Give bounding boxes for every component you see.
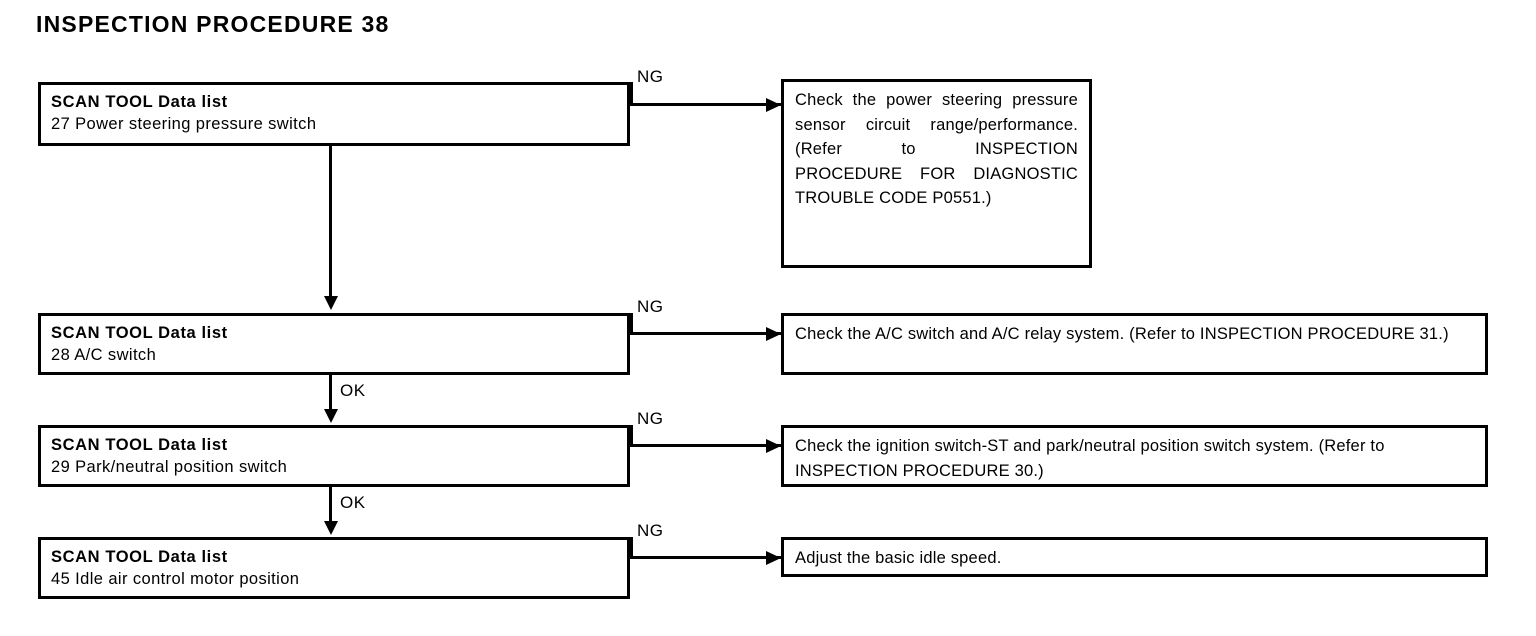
scan-tool-box-2: SCAN TOOL Data list 28 A/C switch <box>38 313 630 375</box>
action-text-4: Adjust the basic idle speed. <box>795 549 1002 567</box>
scan-tool-box-3: SCAN TOOL Data list 29 Park/neutral posi… <box>38 425 630 487</box>
branch-label-ng-4: NG <box>637 521 664 540</box>
branch-line-2 <box>630 332 782 335</box>
branch-arrowhead-4 <box>766 550 781 565</box>
branch-arrowhead-2 <box>766 326 781 341</box>
scan-tool-heading-1: SCAN TOOL Data list <box>51 93 228 111</box>
action-box-1: Check the power steering pressure sensor… <box>781 79 1092 268</box>
branch-line-4 <box>630 556 782 559</box>
branch-label-ng-3: NG <box>637 409 664 428</box>
action-text-1: Check the power steering pressure sensor… <box>795 91 1078 207</box>
scan-tool-box-4: SCAN TOOL Data list 45 Idle air control … <box>38 537 630 599</box>
scan-tool-heading-4: SCAN TOOL Data list <box>51 548 228 566</box>
flow-arrowhead-2-3 <box>323 409 338 423</box>
flow-arrowhead-1-2 <box>323 296 338 310</box>
flow-arrowhead-3-4 <box>323 521 338 535</box>
scan-tool-item-2: 28 A/C switch <box>51 346 157 364</box>
branch-riser-2 <box>630 313 633 335</box>
branch-label-ng-1: NG <box>637 67 664 86</box>
action-box-2: Check the A/C switch and A/C relay syste… <box>781 313 1488 375</box>
branch-arrowhead-1 <box>766 97 781 112</box>
flow-line-1-2 <box>329 146 332 298</box>
page-title: INSPECTION PROCEDURE 38 <box>36 11 390 37</box>
flow-line-3-4 <box>329 487 332 525</box>
scan-tool-item-3: 29 Park/neutral position switch <box>51 458 288 476</box>
scan-tool-box-1: SCAN TOOL Data list 27 Power steering pr… <box>38 82 630 146</box>
action-text-2: Check the A/C switch and A/C relay syste… <box>795 325 1449 343</box>
flow-label-ok-2-3: OK <box>340 381 366 400</box>
action-box-4: Adjust the basic idle speed. <box>781 537 1488 577</box>
branch-line-1 <box>630 103 782 106</box>
flow-line-2-3 <box>329 375 332 413</box>
branch-riser-4 <box>630 537 633 559</box>
branch-line-3 <box>630 444 782 447</box>
branch-riser-3 <box>630 425 633 447</box>
branch-label-ng-2: NG <box>637 297 664 316</box>
scan-tool-heading-3: SCAN TOOL Data list <box>51 436 228 454</box>
scan-tool-heading-2: SCAN TOOL Data list <box>51 324 228 342</box>
scan-tool-item-4: 45 Idle air control motor position <box>51 570 300 588</box>
branch-arrowhead-3 <box>766 438 781 453</box>
action-box-3: Check the ignition switch-ST and park/ne… <box>781 425 1488 487</box>
action-text-3: Check the ignition switch-ST and park/ne… <box>795 437 1385 480</box>
scan-tool-item-1: 27 Power steering pressure switch <box>51 115 317 133</box>
flow-label-ok-3-4: OK <box>340 493 366 512</box>
branch-riser-1 <box>630 82 633 106</box>
